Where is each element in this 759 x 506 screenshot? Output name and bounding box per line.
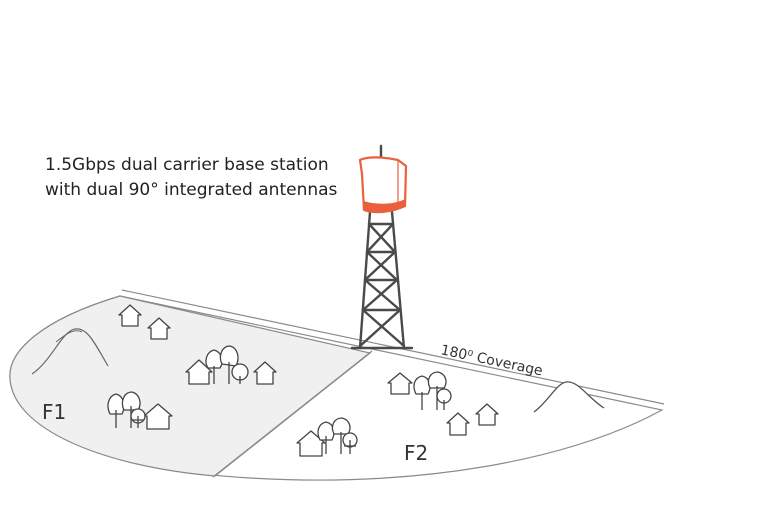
house-icon: [387, 372, 413, 395]
sector-label-f1: F1: [42, 400, 67, 424]
house-icon: [253, 361, 277, 385]
lattice-tower-icon: [350, 144, 414, 350]
house-icon: [118, 304, 142, 327]
tree-icon: [205, 345, 249, 384]
house-icon: [143, 403, 173, 430]
house-icon: [446, 412, 470, 436]
sector-f1-area: [9, 295, 372, 477]
house-icon: [475, 403, 499, 426]
sector-divider: [212, 350, 373, 478]
tree-icon: [317, 417, 358, 454]
base-station-antenna-icon: [358, 156, 408, 214]
house-icon: [147, 317, 171, 340]
caption-line-2: with dual 90° integrated antennas: [45, 180, 338, 200]
house-icon: [296, 430, 326, 457]
caption-line-1: 1.5Gbps dual carrier base station: [45, 155, 329, 175]
tree-icon: [107, 391, 146, 428]
caption: 1.5Gbps dual carrier base station with d…: [45, 153, 337, 203]
hill-icon: [31, 328, 109, 375]
sector-label-f2: F2: [404, 441, 429, 465]
hill-icon: [533, 381, 605, 413]
tree-icon: [413, 371, 452, 410]
house-icon: [185, 359, 213, 385]
